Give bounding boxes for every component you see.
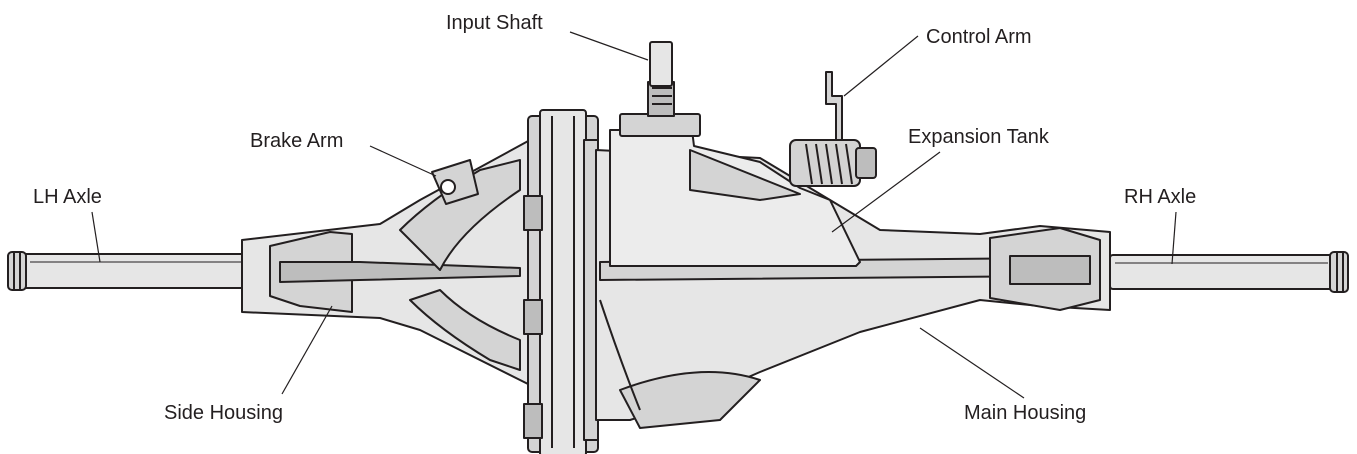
leader-input-shaft bbox=[569, 31, 649, 61]
label-control-arm: Control Arm bbox=[926, 26, 1032, 48]
label-rh-axle: RH Axle bbox=[1124, 186, 1197, 208]
center-flange bbox=[523, 109, 599, 454]
leader-expansion-tank bbox=[831, 151, 941, 233]
leader-side-housing bbox=[281, 305, 333, 395]
label-expansion-tank: Expansion Tank bbox=[908, 126, 1049, 148]
leader-main-housing bbox=[919, 327, 1025, 399]
leader-control-arm bbox=[843, 35, 919, 97]
lh-axle-shaft bbox=[7, 251, 253, 291]
input-shaft-shape bbox=[619, 41, 701, 137]
control-arm-shape bbox=[789, 71, 877, 187]
leader-rh-axle bbox=[1171, 211, 1177, 265]
side-housing-shape bbox=[241, 139, 541, 391]
rh-axle-shaft bbox=[1109, 251, 1349, 293]
label-side-housing: Side Housing bbox=[164, 402, 283, 424]
leader-lh-axle bbox=[91, 211, 101, 263]
brake-arm-shape bbox=[431, 159, 479, 205]
expansion-tank-shape bbox=[609, 129, 861, 267]
label-brake-arm: Brake Arm bbox=[250, 130, 344, 152]
label-main-housing: Main Housing bbox=[964, 402, 1087, 424]
label-lh-axle: LH Axle bbox=[33, 186, 102, 208]
label-input-shaft: Input Shaft bbox=[446, 12, 543, 34]
leader-brake-arm bbox=[369, 145, 437, 177]
